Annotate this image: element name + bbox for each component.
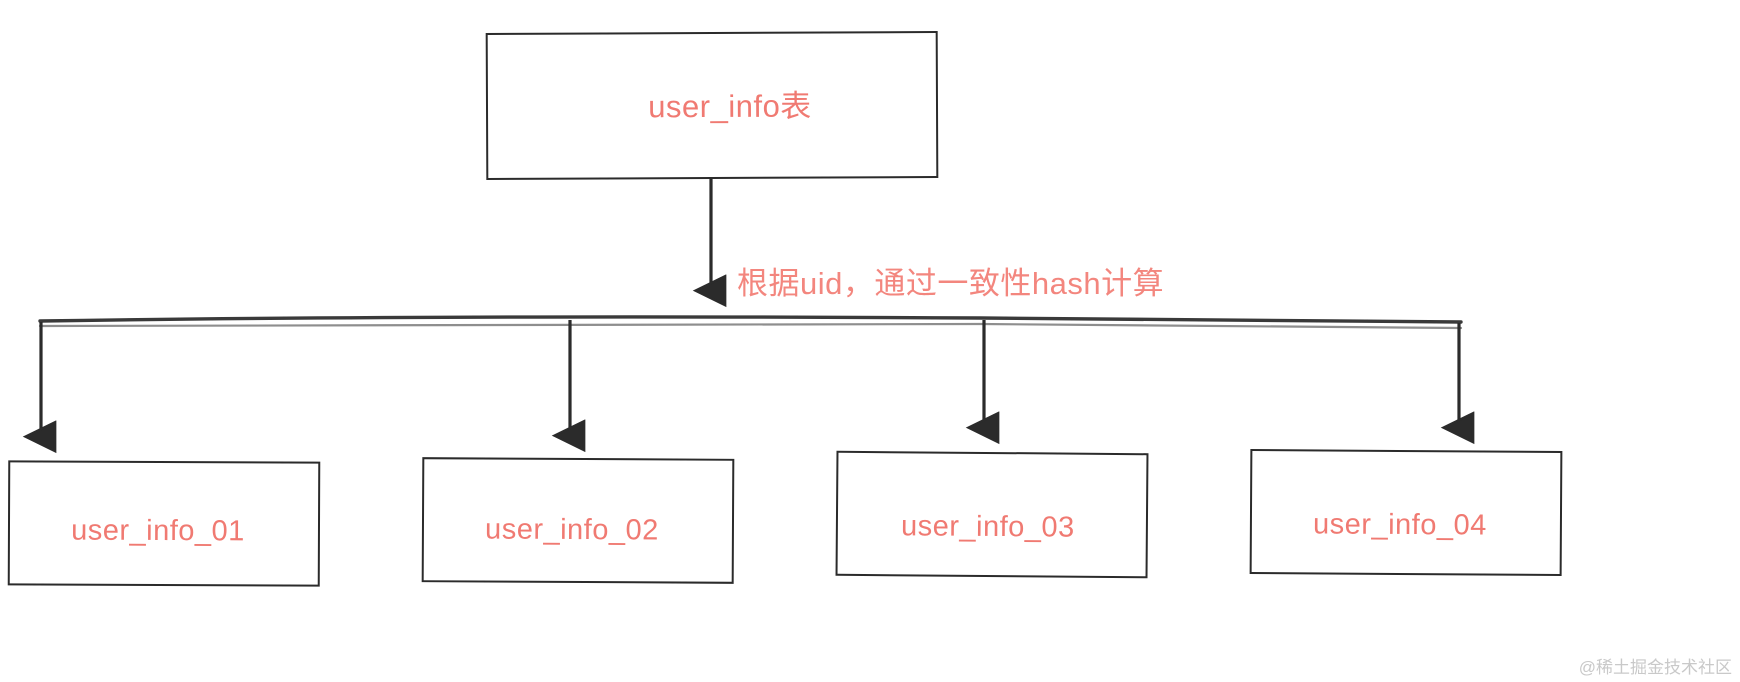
node-label-user-info-02: user_info_02: [485, 513, 659, 547]
node-label-user-info-03: user_info_03: [900, 510, 1075, 544]
node-user-info-01[interactable]: user_info_01: [7, 460, 321, 587]
node-label-user-info-04: user_info_04: [1312, 508, 1487, 542]
node-user-info-02[interactable]: user_info_02: [421, 457, 735, 584]
node-label-user-info-table: user_info表: [648, 88, 812, 125]
node-label-user-info-01: user_info_01: [71, 514, 245, 548]
distribution-bus-line-shadow: [38, 321, 1463, 330]
node-user-info-04[interactable]: user_info_04: [1249, 449, 1563, 576]
distribution-bus-line: [38, 315, 1463, 324]
node-user-info-table[interactable]: user_info表: [485, 31, 939, 180]
edge-annotation-hash-rule: 根据uid，通过一致性hash计算: [737, 266, 1165, 301]
node-user-info-03[interactable]: user_info_03: [835, 450, 1149, 579]
watermark-text: @稀土掘金技术社区: [1578, 658, 1732, 677]
